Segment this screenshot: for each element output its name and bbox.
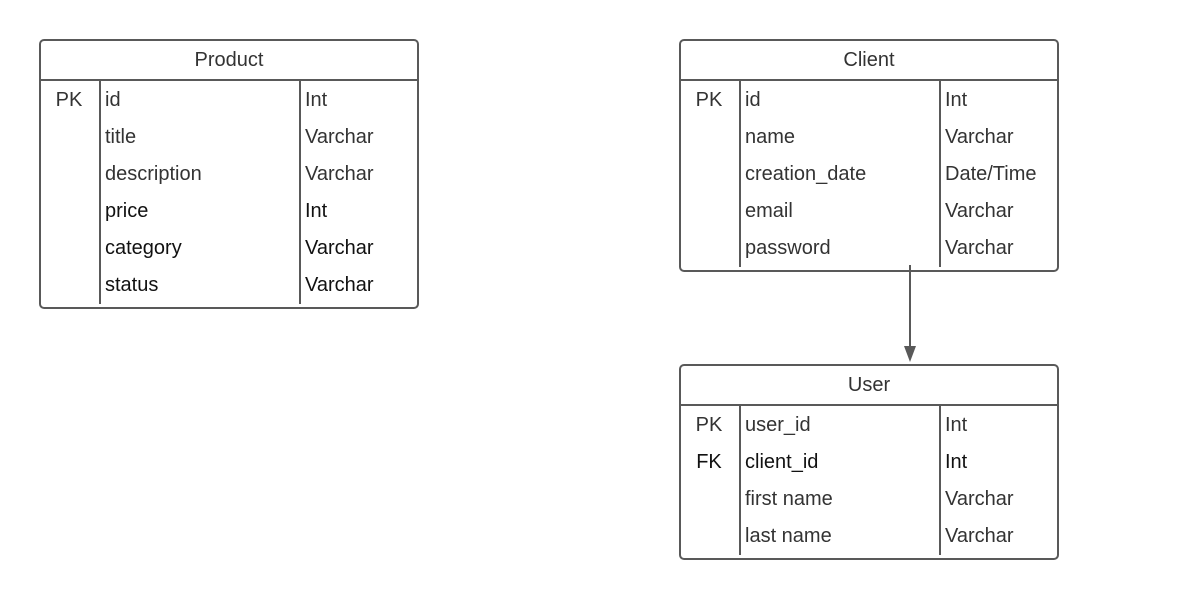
entity-client[interactable]: Client PK id name creation_date email pa… bbox=[679, 39, 1059, 272]
entity-product-key-column: PK bbox=[41, 81, 101, 304]
product-row-6-name: status bbox=[105, 274, 159, 296]
user-row-2-type: Int bbox=[945, 451, 968, 473]
user-row-1-type: Int bbox=[945, 414, 968, 436]
client-row-1-name: id bbox=[745, 89, 761, 111]
client-row-2-type: Varchar bbox=[945, 126, 1014, 148]
client-row-4-name: email bbox=[745, 200, 793, 222]
entity-product-type-column: Int Varchar Varchar Int Varchar Varchar bbox=[301, 81, 417, 304]
user-row-3-key bbox=[681, 481, 739, 518]
client-row-5-type: Varchar bbox=[945, 237, 1014, 259]
entity-user-key-column: PK FK bbox=[681, 406, 741, 555]
entity-client-name-column: id name creation_date email password bbox=[741, 81, 941, 267]
product-row-1-key: PK bbox=[55, 89, 83, 111]
product-row-4-type: Int bbox=[305, 200, 328, 222]
product-row-5-key bbox=[41, 230, 99, 267]
product-row-2-type: Varchar bbox=[305, 126, 374, 148]
product-row-1-type: Int bbox=[305, 89, 328, 111]
user-row-1-name: user_id bbox=[745, 414, 811, 436]
entity-client-type-column: Int Varchar Date/Time Varchar Varchar bbox=[941, 81, 1057, 267]
user-row-2-name: client_id bbox=[745, 451, 819, 473]
entity-client-body: PK id name creation_date email password … bbox=[681, 81, 1057, 270]
entity-product-body: PK id title description price category s… bbox=[41, 81, 417, 307]
client-row-3-key bbox=[681, 156, 739, 193]
user-row-1-key: PK bbox=[695, 414, 723, 436]
product-row-3-name: description bbox=[105, 163, 202, 185]
user-row-3-type: Varchar bbox=[945, 488, 1014, 510]
entity-client-title: Client bbox=[681, 41, 1057, 81]
product-row-2-name: title bbox=[105, 126, 137, 148]
entity-user-title: User bbox=[681, 366, 1057, 406]
client-row-2-name: name bbox=[745, 126, 796, 148]
user-row-4-key bbox=[681, 518, 739, 555]
client-row-1-key: PK bbox=[695, 89, 723, 111]
client-row-1-type: Int bbox=[945, 89, 968, 111]
client-row-5-key bbox=[681, 230, 739, 267]
user-row-4-name: last name bbox=[745, 525, 832, 547]
entity-user[interactable]: User PK FK user_id client_id first name … bbox=[679, 364, 1059, 560]
entity-client-key-column: PK bbox=[681, 81, 741, 267]
product-row-6-key bbox=[41, 267, 99, 304]
entity-product-name-column: id title description price category stat… bbox=[101, 81, 301, 304]
product-row-5-name: category bbox=[105, 237, 182, 259]
client-row-2-key bbox=[681, 119, 739, 156]
entity-user-type-column: Int Int Varchar Varchar bbox=[941, 406, 1057, 555]
entity-product-title: Product bbox=[41, 41, 417, 81]
entity-user-body: PK FK user_id client_id first name last … bbox=[681, 406, 1057, 558]
client-row-3-type: Date/Time bbox=[945, 163, 1037, 185]
client-row-5-name: password bbox=[745, 237, 831, 259]
client-row-4-type: Varchar bbox=[945, 200, 1014, 222]
product-row-3-type: Varchar bbox=[305, 163, 374, 185]
user-row-4-type: Varchar bbox=[945, 525, 1014, 547]
product-row-4-key bbox=[41, 193, 99, 230]
product-row-4-name: price bbox=[105, 200, 149, 222]
user-row-3-name: first name bbox=[745, 488, 833, 510]
arrowhead-icon bbox=[904, 346, 916, 362]
user-row-2-key: FK bbox=[696, 451, 722, 473]
product-row-5-type: Varchar bbox=[305, 237, 374, 259]
product-row-1-name: id bbox=[105, 89, 121, 111]
client-row-3-name: creation_date bbox=[745, 163, 867, 185]
product-row-6-type: Varchar bbox=[305, 274, 374, 296]
product-row-3-key bbox=[41, 156, 99, 193]
entity-user-name-column: user_id client_id first name last name bbox=[741, 406, 941, 555]
entity-product[interactable]: Product PK id title description price ca… bbox=[39, 39, 419, 309]
product-row-2-key bbox=[41, 119, 99, 156]
client-row-4-key bbox=[681, 193, 739, 230]
